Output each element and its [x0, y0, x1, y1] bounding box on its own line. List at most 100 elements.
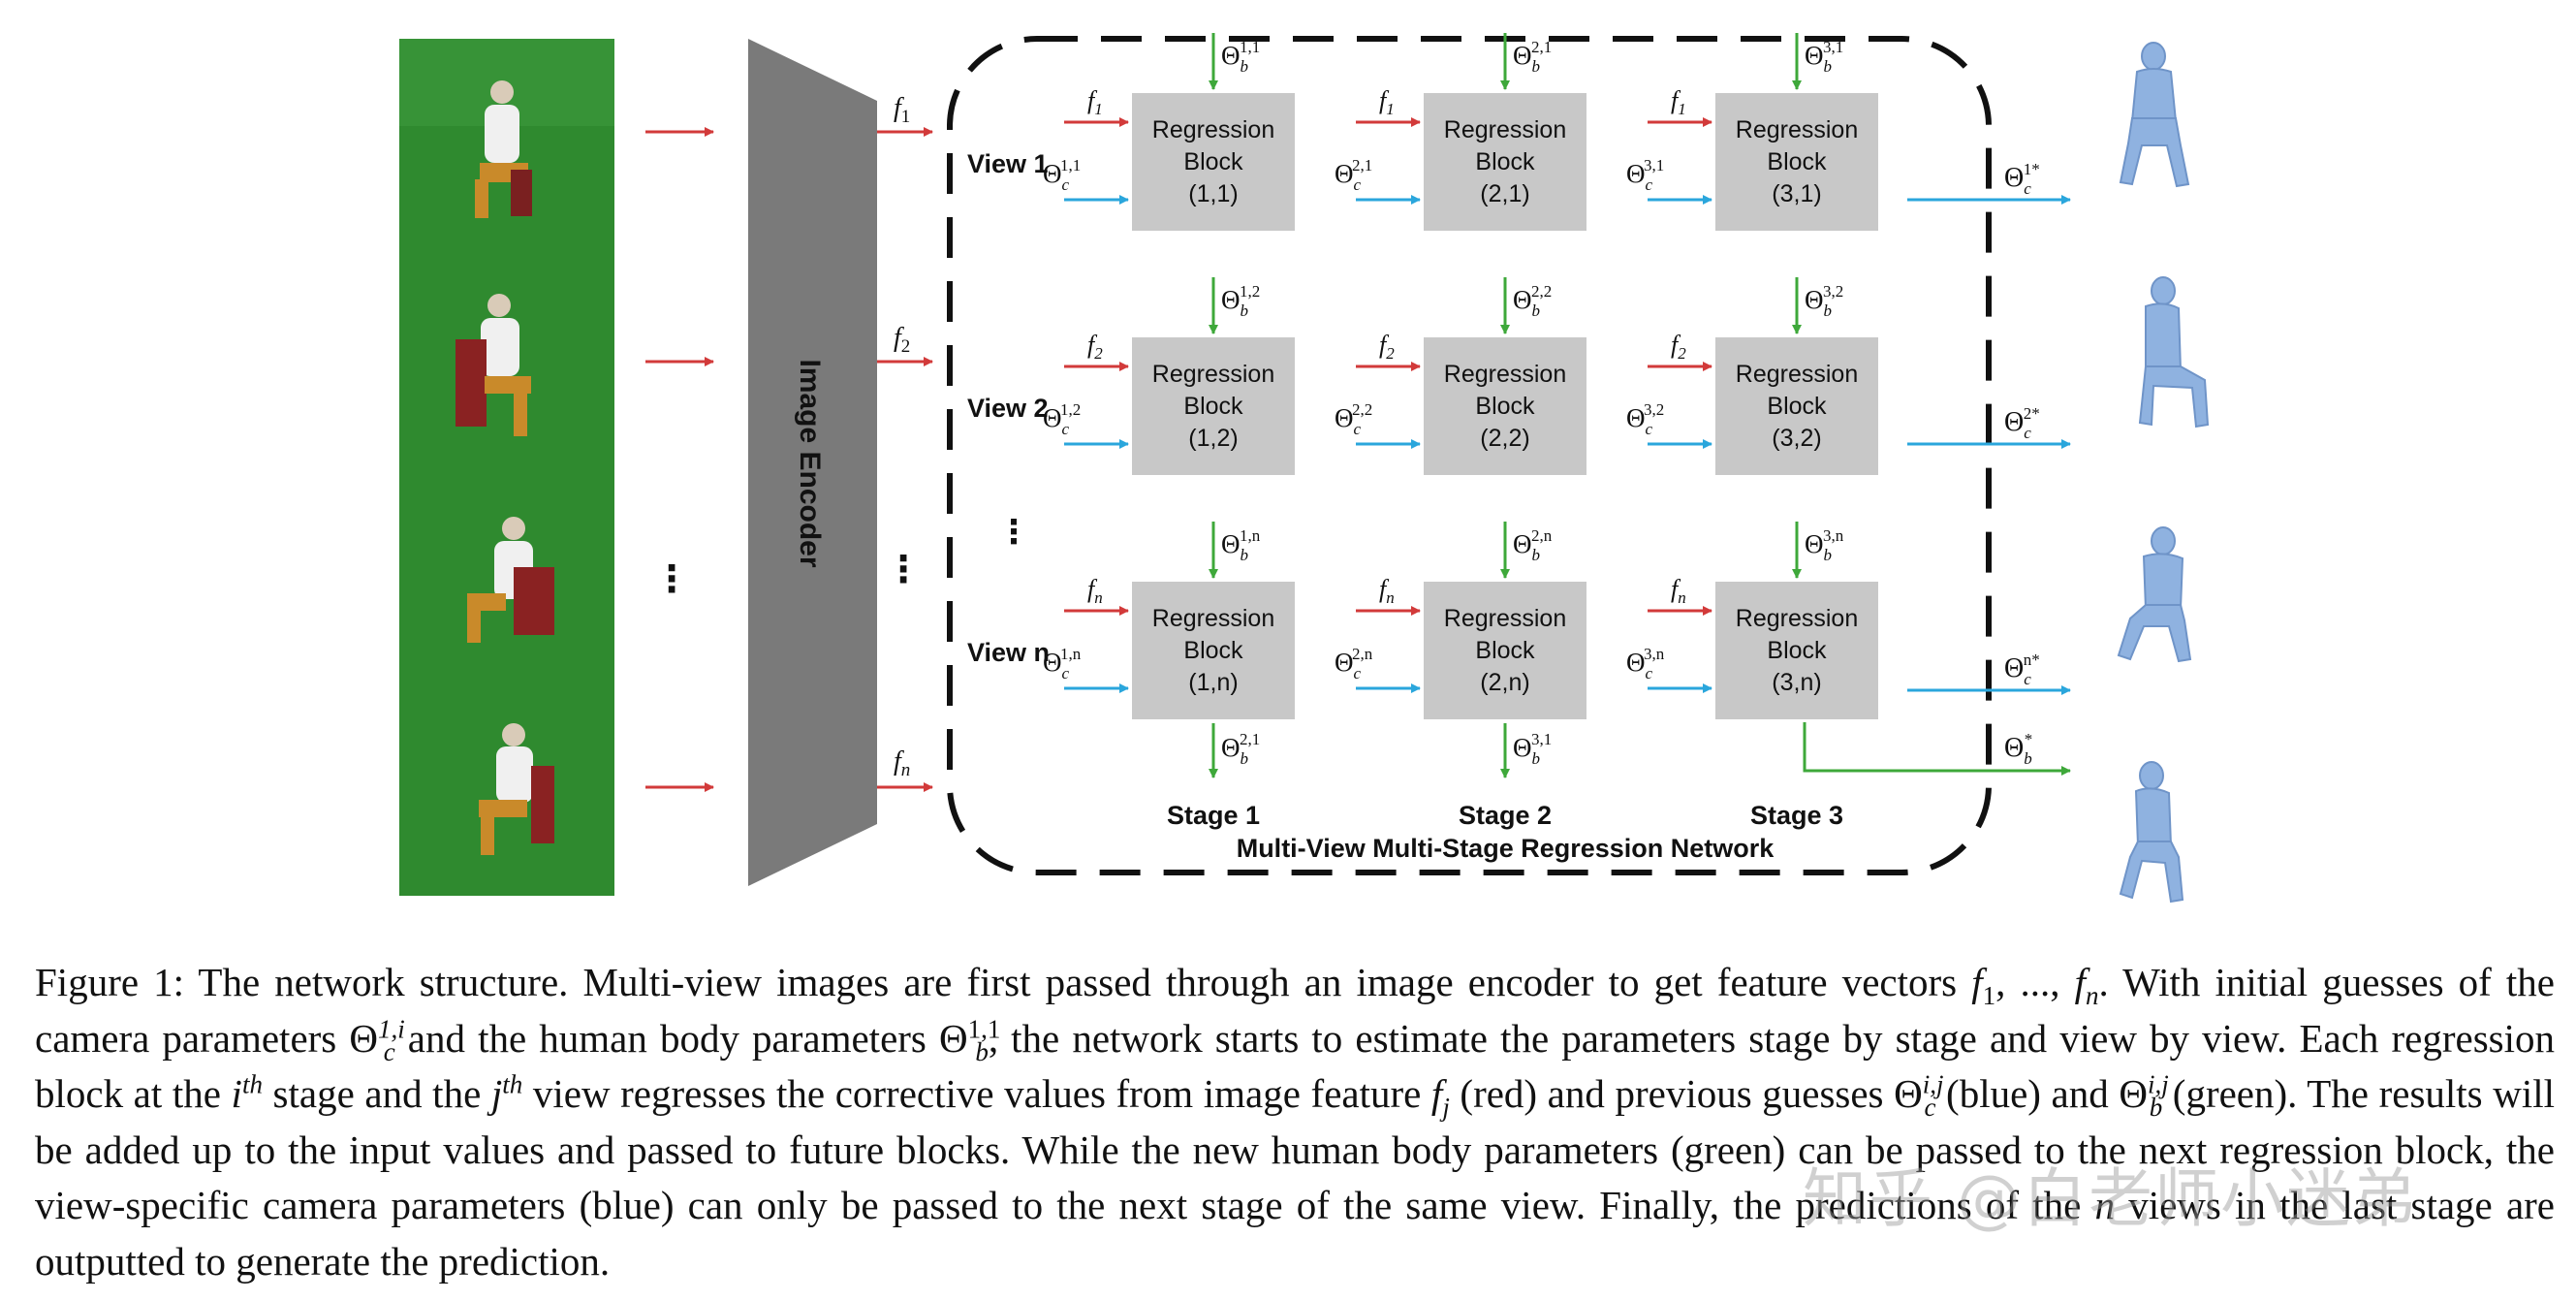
camera-param-label: Θc2,n: [1335, 645, 1373, 682]
view-label-n: View n: [967, 638, 1050, 667]
block-title: Regression: [1444, 605, 1566, 632]
feature-label: f2: [1379, 331, 1395, 363]
caption-sub: n: [2085, 981, 2099, 1011]
caption-sup: 1,1: [967, 1013, 1001, 1043]
caption-sup: i,j: [1922, 1069, 1944, 1099]
caption-sub: 1: [1982, 981, 1996, 1011]
block-index: (1,2): [1188, 425, 1238, 452]
caption-text: view regresses the corrective values fro…: [522, 1071, 1431, 1116]
block-title: Regression: [1736, 361, 1858, 388]
stage-label-3: Stage 3: [1750, 801, 1843, 830]
camera-param-label: Θc1,2: [1043, 400, 1081, 438]
network-figure: ⋮ Image Encoder f1 f2 fn ⋮ View 1 View 2…: [399, 33, 2210, 904]
block-title: Block: [1767, 393, 1827, 420]
input-image-view-n: [399, 684, 614, 896]
input-image-view-1: [399, 39, 614, 254]
body-param-label: Θb2,1: [1513, 38, 1552, 76]
block-title: Regression: [1152, 605, 1274, 632]
caption-text: Figure 1: The network structure. Multi-v…: [35, 960, 1972, 1004]
block-index: (2,n): [1480, 669, 1529, 696]
image-encoder: [748, 39, 877, 886]
camera-param-label: Θc1,n: [1043, 645, 1082, 682]
block-title: Block: [1475, 393, 1535, 420]
caption-theta: Θ: [2119, 1071, 2148, 1116]
input-image-view-3: [399, 469, 614, 684]
regression-block: [1132, 93, 1295, 231]
output-camera-label-n: Θcn*: [2004, 650, 2040, 688]
output-camera-label-2: Θc2*: [2004, 404, 2040, 442]
regression-block: [1424, 582, 1586, 719]
stage-label-1: Stage 1: [1167, 801, 1260, 830]
camera-param-label: Θc3,n: [1626, 645, 1665, 682]
block-index: (3,1): [1772, 180, 1821, 207]
caption-text: , ...,: [1995, 960, 2075, 1004]
caption-text: and the human body parameters: [394, 1015, 939, 1061]
feature-label: f2: [1671, 331, 1686, 363]
camera-param-label: Θc1,1: [1043, 156, 1081, 194]
regression-block: [1424, 337, 1586, 475]
caption-math-f: f: [1430, 1071, 1443, 1116]
regression-block: [1715, 582, 1878, 719]
body-param-label: Θb1,2: [1221, 282, 1260, 320]
body-param-label: Θb2,2: [1513, 282, 1552, 320]
caption-text: (green). The results will be added up to…: [35, 1071, 2556, 1227]
caption-sup: th: [502, 1069, 523, 1099]
feature-label: f1: [1087, 86, 1103, 118]
regression-block: [1715, 337, 1878, 475]
regression-block: [1132, 582, 1295, 719]
caption-text: (red) and previous guesses: [1449, 1071, 1895, 1116]
body-param-label: Θb3,1: [1513, 730, 1552, 768]
camera-param-label: Θc3,1: [1626, 156, 1664, 194]
view-label-2: View 2: [967, 394, 1049, 423]
output-meshes: [2117, 42, 2210, 904]
caption-sub: c: [383, 1036, 395, 1066]
block-index: (3,2): [1772, 425, 1821, 452]
feature-label: f1: [1671, 86, 1686, 118]
block-title: Regression: [1736, 116, 1858, 143]
mesh-1: [2119, 42, 2190, 188]
feature-label: fn: [1087, 575, 1103, 607]
stage-label-2: Stage 2: [1459, 801, 1552, 830]
caption-sub: j: [1442, 1093, 1450, 1123]
caption-text: , the network starts to estimate the par…: [35, 1015, 2556, 1117]
caption-math: j: [490, 1071, 503, 1116]
image-to-encoder-arrows: [645, 127, 714, 792]
block-title: Block: [1475, 148, 1535, 175]
feature-label: fn: [1379, 575, 1395, 607]
block-index: (1,n): [1188, 669, 1238, 696]
mesh-2: [2138, 276, 2210, 428]
caption-sup: 1,i: [377, 1013, 405, 1043]
feature-label-f1: f1: [894, 93, 910, 127]
block-title: Block: [1183, 148, 1243, 175]
body-param-label: Θb2,1: [1221, 730, 1260, 768]
body-param-label: Θb3,n: [1805, 526, 1844, 564]
camera-param-label: Θc3,2: [1626, 400, 1664, 438]
caption-theta: Θ: [349, 1015, 378, 1061]
camera-param-label: Θc2,1: [1335, 156, 1372, 194]
feature-arrows: [877, 127, 933, 792]
caption-math-f: f: [2074, 960, 2086, 1004]
block-title: Block: [1475, 637, 1535, 664]
body-param-label: Θb1,1: [1221, 38, 1260, 76]
regression-block: [1132, 337, 1295, 475]
images-ellipsis: ⋮: [653, 559, 690, 600]
mesh-n-2: [2119, 761, 2184, 904]
block-title: Regression: [1152, 116, 1274, 143]
body-param-label: Θb2,n: [1513, 526, 1553, 564]
regression-grid: RegressionBlock(1,1)f1Θc1,1Θb1,1Regressi…: [1043, 33, 1878, 778]
block-title: Regression: [1444, 361, 1566, 388]
caption-text: stage and the: [262, 1071, 491, 1116]
input-images: [399, 39, 614, 896]
block-index: (1,1): [1188, 180, 1238, 207]
output-body-label: Θb*: [2004, 730, 2032, 768]
output-arrows: [1803, 195, 2071, 776]
camera-param-label: Θc2,2: [1335, 400, 1372, 438]
block-index: (2,2): [1480, 425, 1529, 452]
block-title: Block: [1767, 148, 1827, 175]
caption-math: n: [2094, 1183, 2116, 1227]
block-title: Block: [1183, 637, 1243, 664]
image-encoder-label: Image Encoder: [794, 359, 826, 567]
block-title: Regression: [1444, 116, 1566, 143]
body-param-label: Θb1,n: [1221, 526, 1261, 564]
